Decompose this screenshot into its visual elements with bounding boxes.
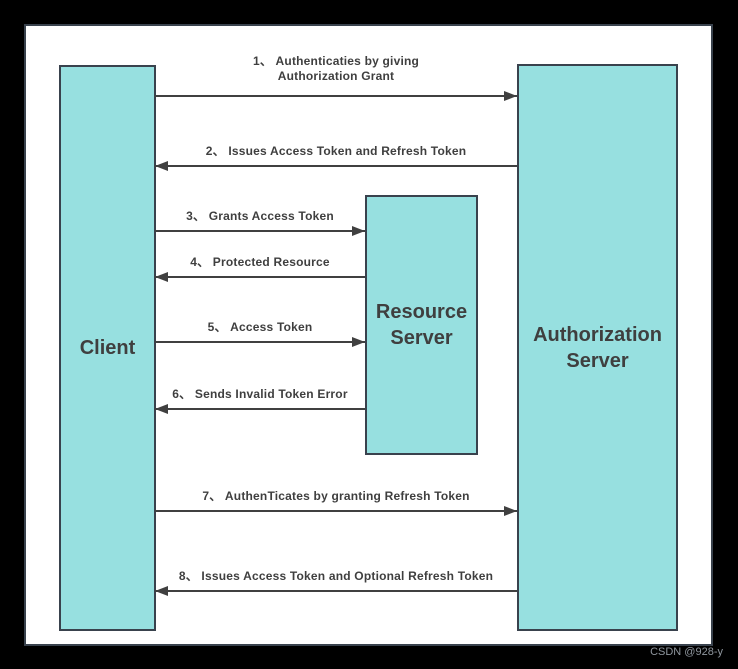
- actor-resource-server-label: Resource Server: [375, 301, 468, 349]
- message-1-label-line2: Authorization Grant: [277, 69, 395, 83]
- actor-client-label: Client: [79, 337, 136, 359]
- message-7-label: 7、 AuthenTicates by granting Refresh Tok…: [202, 489, 470, 503]
- message-6-label: 6、 Sends Invalid Token Error: [172, 387, 348, 401]
- actor-client: Client: [59, 65, 156, 631]
- message-7-arrow: [155, 506, 517, 516]
- message-4-arrow: [155, 272, 365, 282]
- message-2-label: 2、 Issues Access Token and Refresh Token: [205, 144, 467, 158]
- message-5-arrow: [155, 337, 365, 347]
- watermark: CSDN @928-y: [650, 646, 723, 658]
- message-1-label-line1: 1、 Authenticaties by giving: [252, 54, 420, 68]
- message-8-arrow: [155, 586, 517, 596]
- message-3-arrow: [155, 226, 365, 236]
- message-1-label: 1、 Authenticaties by giving Authorizatio…: [155, 54, 517, 84]
- message-4-label: 4、 Protected Resource: [190, 255, 330, 269]
- message-5-label: 5、 Access Token: [207, 320, 313, 334]
- actor-authorization-server: Authorization Server: [517, 64, 678, 631]
- actor-authorization-server-label: Authorization Server: [533, 323, 662, 372]
- actor-resource-server: Resource Server: [365, 195, 478, 455]
- message-3-label: 3、 Grants Access Token: [186, 209, 334, 223]
- message-6-arrow: [155, 404, 365, 414]
- message-2-arrow: [155, 161, 517, 171]
- message-8-label: 8、 Issues Access Token and Optional Refr…: [178, 569, 494, 583]
- message-1-arrow: [155, 91, 517, 101]
